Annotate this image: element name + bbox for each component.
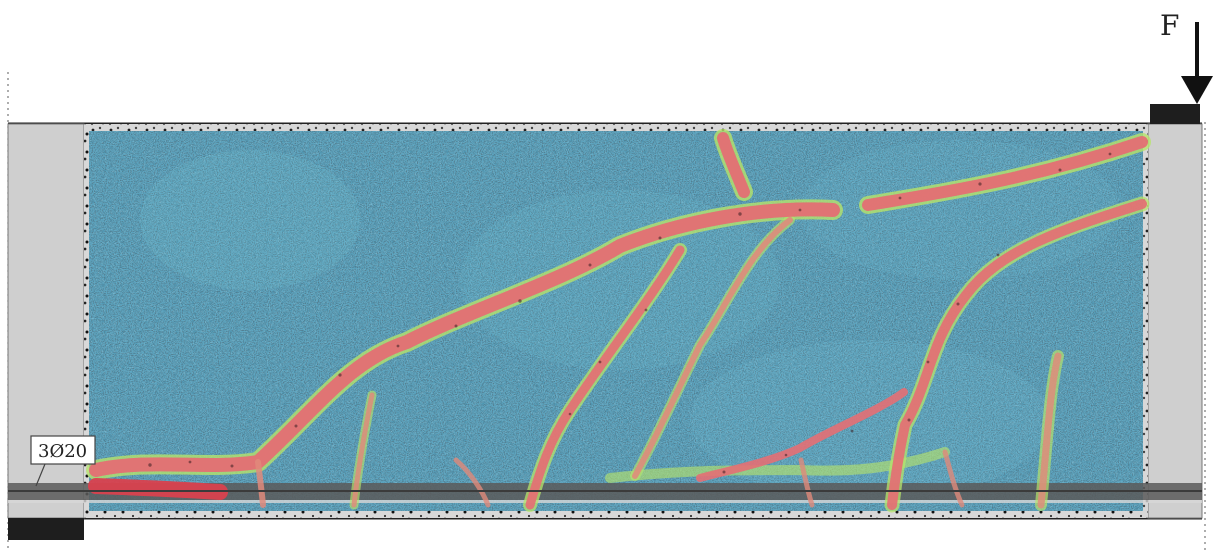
force-arrow-head [1181, 76, 1213, 104]
force-label: F [1160, 9, 1179, 42]
crack-speckles [148, 152, 1112, 474]
reinforcement-band-lower [8, 500, 1202, 503]
reinforcement-label-text: 3Ø20 [38, 441, 87, 462]
reinforcement-label-box [30, 435, 96, 465]
reinforcement-label-group: 3Ø20 [30, 435, 96, 487]
crack-layer-major [88, 132, 1148, 510]
load-plate [1150, 104, 1200, 124]
support-plate [8, 518, 84, 540]
right-end-block [1147, 123, 1203, 519]
reinforcement-leader-line [35, 463, 46, 487]
crack-layer-minor [255, 217, 1062, 509]
